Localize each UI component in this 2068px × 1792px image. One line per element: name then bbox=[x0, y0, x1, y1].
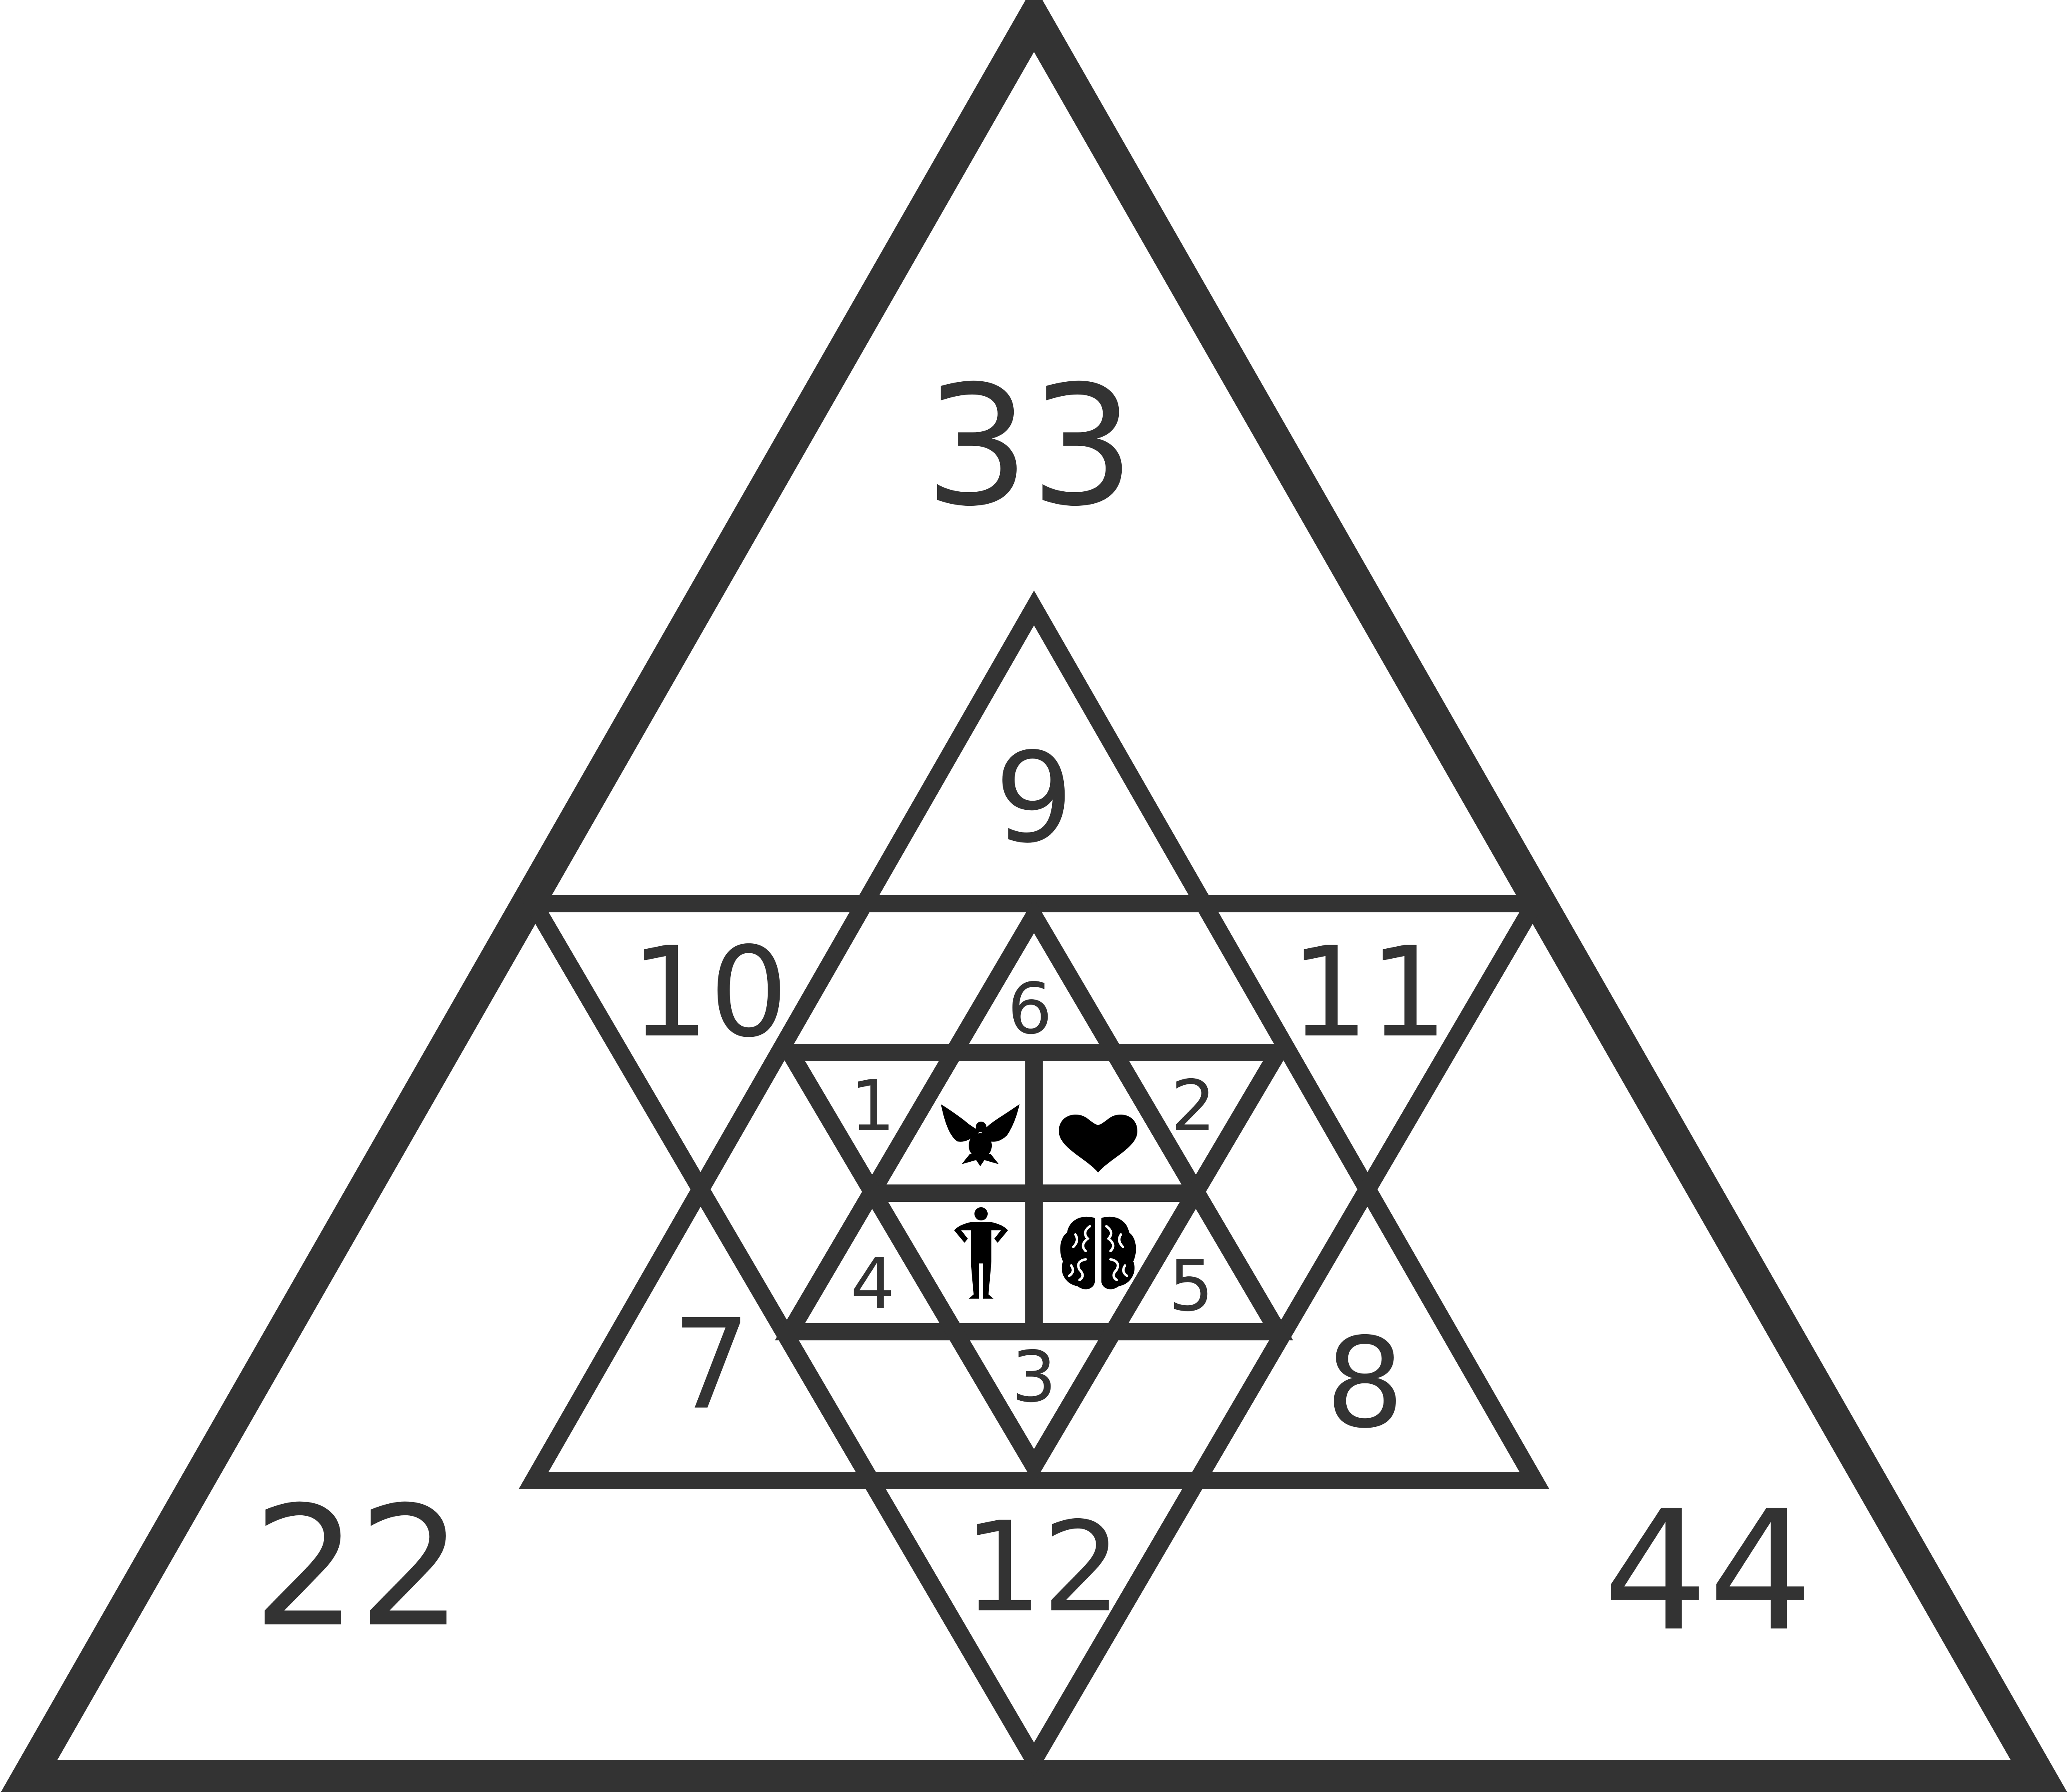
label-inner-bottom: 3 bbox=[1012, 1336, 1056, 1418]
dove-icon bbox=[941, 1104, 1020, 1166]
label-star-upper-left: 10 bbox=[630, 921, 788, 1065]
label-star-lower-left: 7 bbox=[672, 1293, 751, 1437]
label-top: 33 bbox=[925, 351, 1135, 543]
label-bottom-right: 44 bbox=[1603, 1476, 1814, 1668]
label-inner-upper-left: 1 bbox=[850, 1065, 895, 1147]
label-star-lower-right: 8 bbox=[1326, 1311, 1405, 1456]
label-star-top: 9 bbox=[995, 726, 1074, 871]
brain-icon bbox=[1060, 1216, 1136, 1290]
heart-icon bbox=[1059, 1115, 1137, 1172]
label-inner-lower-right: 5 bbox=[1169, 1245, 1214, 1327]
label-star-bottom: 12 bbox=[963, 1495, 1121, 1640]
label-bottom-left: 22 bbox=[253, 1471, 463, 1664]
label-star-upper-right: 11 bbox=[1290, 921, 1448, 1065]
label-inner-lower-left: 4 bbox=[850, 1243, 895, 1325]
label-inner-top: 6 bbox=[1008, 968, 1052, 1050]
human-body-icon bbox=[954, 1207, 1008, 1299]
label-inner-upper-right: 2 bbox=[1171, 1065, 1216, 1147]
